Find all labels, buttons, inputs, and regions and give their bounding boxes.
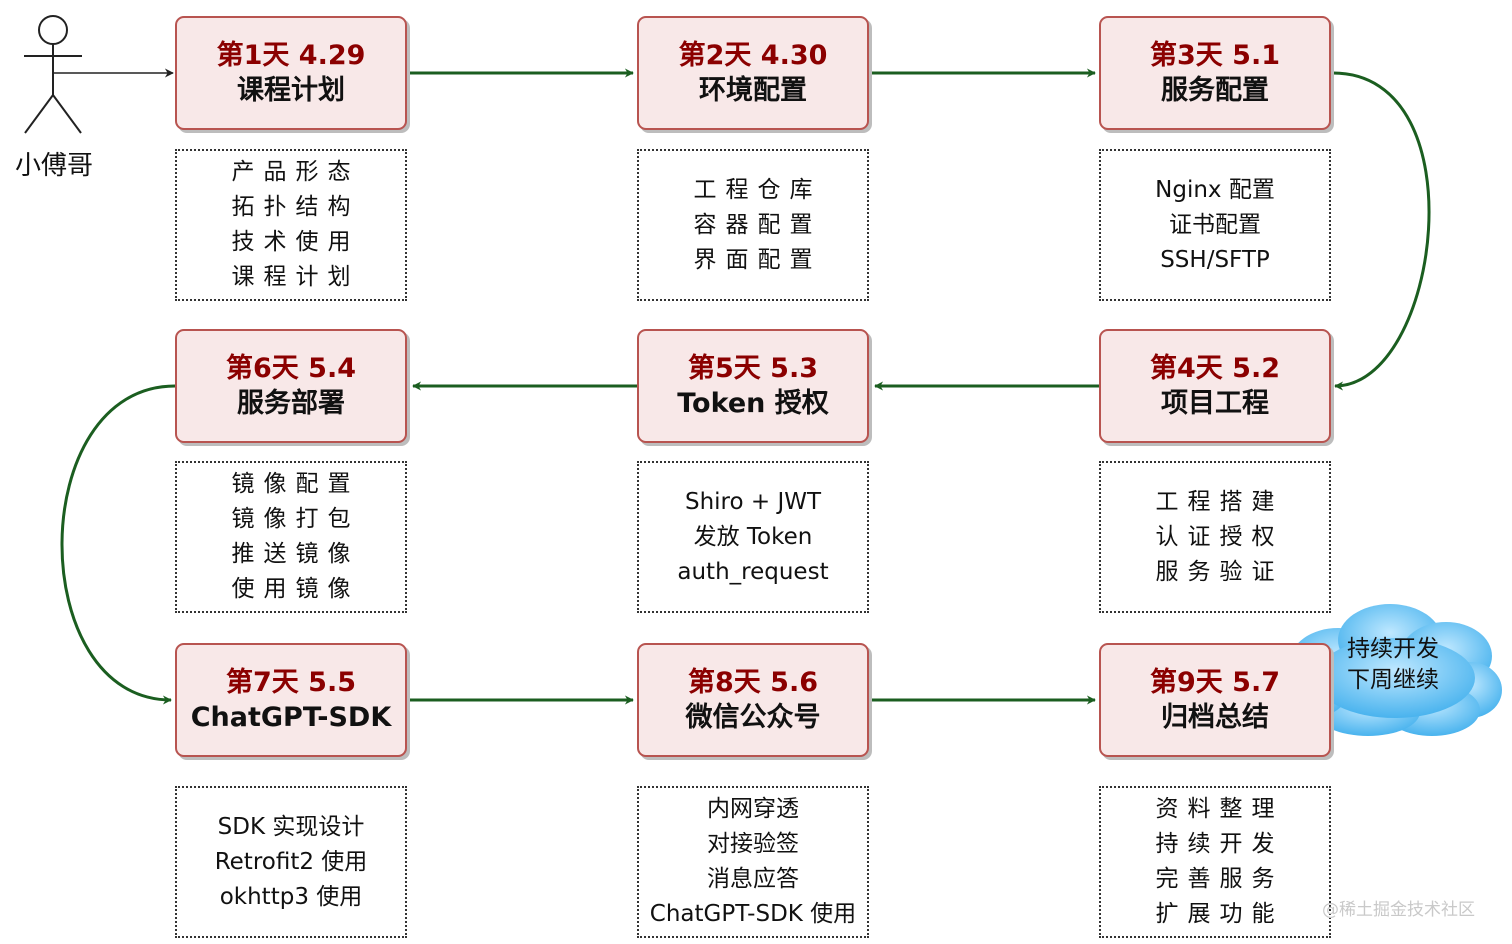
note-line: auth_request [677,558,829,585]
note-line: 课程计划 [231,264,360,290]
note-line: 证书配置 [1169,211,1261,238]
actor-label: 小傅哥 [14,151,93,181]
day-date: 第6天 5.4 [225,353,357,384]
note-line: 产品形态 [231,159,360,185]
day-card-2: 第2天 4.30 环境配置 [637,16,869,130]
day-date: 第3天 5.1 [1149,40,1281,71]
note-line: 认证授权 [1155,523,1284,550]
day-title: 服务部署 [237,388,345,419]
note-line: 工程搭建 [1155,488,1284,515]
note-line: ChatGPT-SDK 使用 [649,901,857,927]
note-line: SSH/SFTP [1160,246,1270,273]
note-line: 容器配置 [693,211,822,238]
day3-to-day4-arrow [1332,71,1431,391]
note-line: 拓扑结构 [231,194,360,220]
day-title: 环境配置 [699,75,807,106]
note-line: 资料整理 [1155,796,1284,822]
day-card-1: 第1天 4.29 课程计划 [175,16,407,130]
watermark: @稀土掘金技术社区 [1322,900,1475,920]
note-line: 扩展功能 [1155,901,1284,927]
day-title: 归档总结 [1161,702,1269,733]
day-notes-1: 产品形态拓扑结构技术使用课程计划 [175,149,407,301]
day-notes-9: 资料整理持续开发完善服务扩展功能 [1099,786,1331,938]
day-date: 第1天 4.29 [216,40,366,71]
note-line: 工程仓库 [693,176,822,203]
day-notes-4: 工程搭建认证授权服务验证 [1099,461,1331,613]
note-line: 技术使用 [231,229,360,255]
note-line: 内网穿透 [707,796,799,822]
actor-icon [24,15,82,134]
day-date: 第2天 4.30 [678,40,828,71]
note-line: Nginx 配置 [1155,176,1275,203]
day-date: 第9天 5.7 [1149,667,1281,698]
note-line: 服务验证 [1155,558,1284,585]
day-date: 第8天 5.6 [687,667,819,698]
note-line: 使用镜像 [231,576,360,602]
day-title: 项目工程 [1161,388,1269,419]
day-title: ChatGPT-SDK [190,702,392,733]
day-title: Token 授权 [677,388,829,419]
note-line: 消息应答 [707,866,799,892]
day-date: 第7天 5.5 [225,667,357,698]
note-line: 界面配置 [693,246,822,273]
day-notes-8: 内网穿透对接验签消息应答 ChatGPT-SDK 使用 [637,786,869,938]
day-notes-6: 镜像配置镜像打包推送镜像使用镜像 [175,461,407,613]
day-card-3: 第3天 5.1 服务配置 [1099,16,1331,130]
note-line: SDK 实现设计 [217,813,365,840]
day-date: 第4天 5.2 [1149,353,1281,384]
day-title: 微信公众号 [685,702,821,733]
cloud-label: 持续开发 下周继续 [1324,634,1462,696]
day-notes-2: 工程仓库容器配置界面配置 [637,149,869,301]
note-line: okhttp3 使用 [219,883,363,910]
day-title: 服务配置 [1161,75,1269,106]
day-title: 课程计划 [237,75,345,106]
note-line: 完善服务 [1155,866,1284,892]
note-line: 推送镜像 [231,541,360,567]
note-line: Shiro + JWT [684,488,822,515]
note-line: 镜像打包 [231,506,360,532]
note-line: 对接验签 [707,831,799,857]
day6-to-day7-arrow [60,384,176,705]
note-line: 镜像配置 [231,471,360,497]
day-card-9: 第9天 5.7 归档总结 [1099,643,1331,757]
day-notes-5: Shiro + JWT 发放 Token auth_request [637,461,869,613]
cloud-line: 持续开发 [1347,636,1439,662]
day-card-4: 第4天 5.2 项目工程 [1099,329,1331,443]
day-notes-7: SDK 实现设计 Retrofit2 使用 okhttp3 使用 [175,786,407,938]
note-line: Retrofit2 使用 [214,848,368,875]
note-line: 持续开发 [1155,831,1284,857]
cloud-line: 下周继续 [1347,667,1439,693]
day-card-6: 第6天 5.4 服务部署 [175,329,407,443]
day-notes-3: Nginx 配置证书配置 SSH/SFTP [1099,149,1331,301]
day-card-8: 第8天 5.6 微信公众号 [637,643,869,757]
day-date: 第5天 5.3 [687,353,819,384]
note-line: 发放 Token [693,523,813,550]
